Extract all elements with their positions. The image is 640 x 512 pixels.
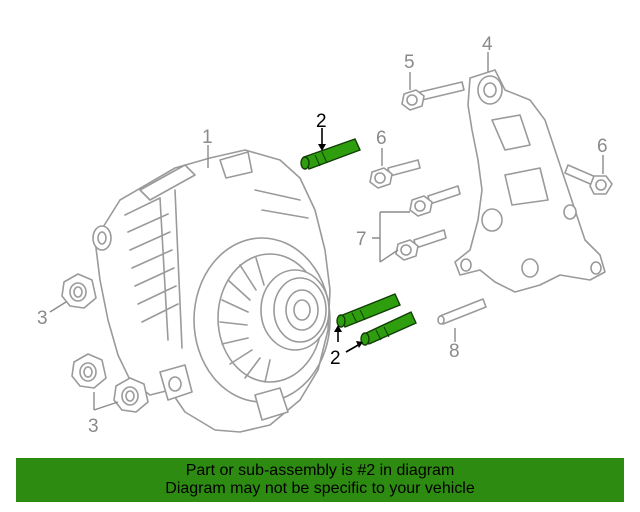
callout-8: 8 (449, 341, 460, 362)
nut-3-bottom-b[interactable] (113, 377, 149, 413)
arrowhead-2-top (318, 144, 326, 151)
bolt-7-upper[interactable] (409, 185, 461, 217)
callout-1: 1 (202, 127, 213, 148)
callout-6-right: 6 (597, 136, 608, 157)
bolt-6-right[interactable] (564, 164, 613, 195)
bolt-7-lower[interactable] (395, 229, 447, 261)
banner-line-2: Diagram may not be specific to your vehi… (165, 480, 475, 497)
arrowhead-2-middle (334, 325, 342, 332)
callout-6-middle: 6 (376, 128, 387, 149)
bolt-5[interactable] (401, 81, 465, 111)
stud-8[interactable] (437, 298, 487, 325)
highlighted-bolt-2-middle[interactable] (336, 293, 401, 328)
callout-2-top: 2 (316, 111, 327, 132)
callout-3-left: 3 (37, 308, 48, 329)
arrowhead-2-lower (356, 341, 363, 348)
bolt-6-middle[interactable] (369, 159, 421, 189)
callout-3-bottom: 3 (88, 416, 99, 437)
nut-3-left[interactable] (61, 273, 97, 309)
callout-5: 5 (404, 52, 415, 73)
callout-7: 7 (356, 229, 367, 250)
highlighted-bolt-2-top[interactable] (300, 138, 361, 170)
info-banner: Part or sub-assembly is #2 in diagram Di… (16, 458, 624, 502)
callout-4: 4 (482, 34, 493, 55)
banner-line-1: Part or sub-assembly is #2 in diagram (185, 462, 455, 479)
alternator[interactable] (92, 149, 331, 433)
callout-2-bottom: 2 (330, 348, 341, 369)
highlighted-bolt-2-lower[interactable] (360, 311, 417, 346)
nut-3-bottom-a[interactable] (71, 353, 107, 389)
mounting-bracket[interactable] (454, 69, 606, 293)
